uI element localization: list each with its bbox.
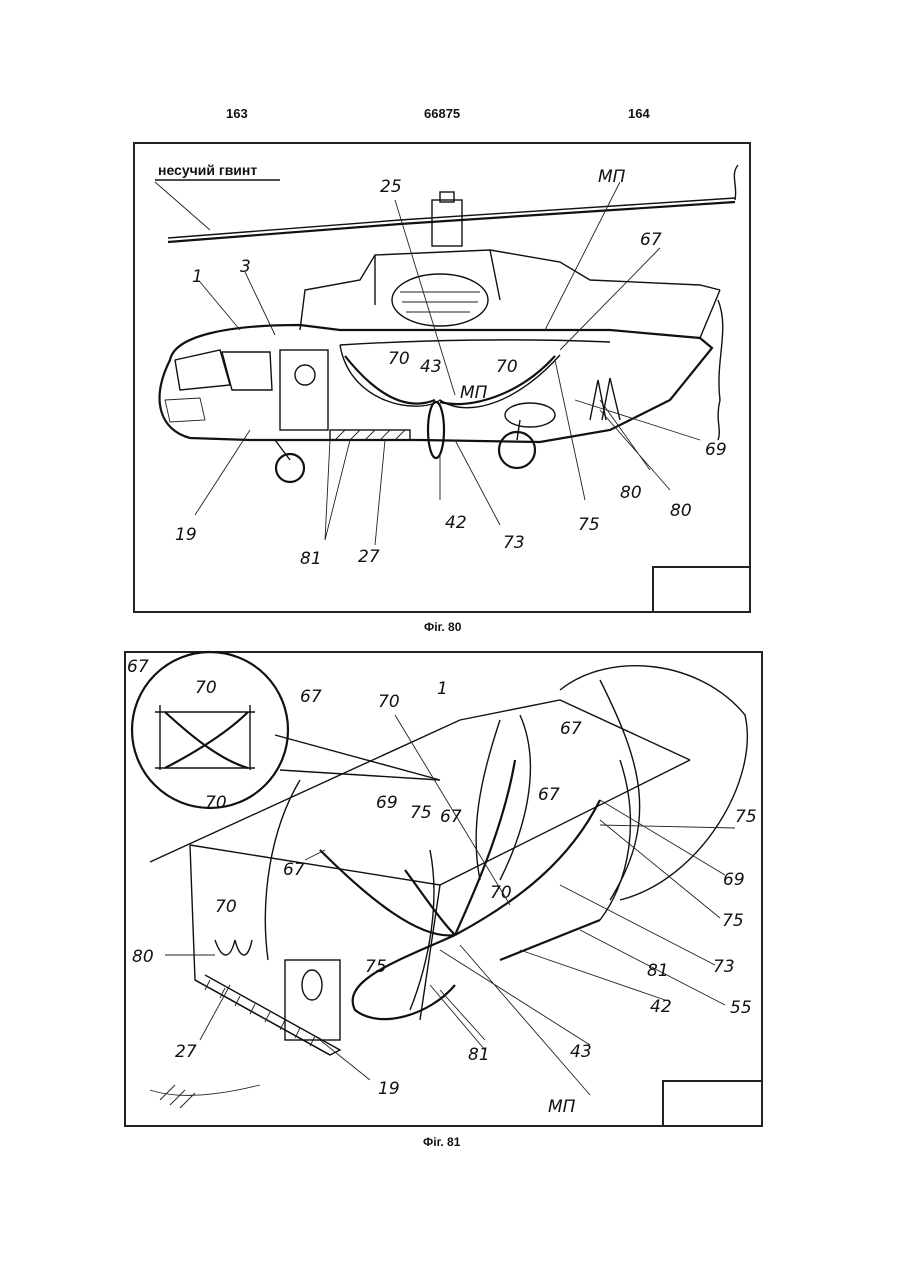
fig81-callout-6: 67 [440,807,462,827]
fig81-callout-0: 1 [437,679,448,699]
fig81-callout-14: 80 [132,947,154,967]
fig81-callout-22: 19 [378,1079,400,1099]
fig81-callout-20: 81 [468,1045,490,1065]
fig81-callout-1: 70 [378,692,400,712]
fig81-callout-2: 67 [560,719,582,739]
fig81-callout-10: 75 [722,911,744,931]
fig81-callout-8: 69 [723,870,745,890]
fig81-callout-7: 75 [735,807,757,827]
fig81-callout-19: 55 [730,998,752,1018]
fig81-callout-18: 81 [647,961,669,981]
fig81-callout-11: 70 [490,883,512,903]
fig81-callout-13: 70 [215,897,237,917]
fig81-callout-12: 73 [713,957,735,977]
fig81-callout-4: 75 [410,803,432,823]
inset-callout-2: 67 [300,687,322,707]
fig81-callout-15: 27 [175,1042,197,1062]
fig81-callout-3: 67 [538,785,560,805]
fig81-callout-23: МП [548,1097,576,1117]
inset-callout-3: 70 [205,793,227,813]
fig81-callout-16: 75 [365,957,387,977]
fig81-callout-21: 43 [570,1042,592,1062]
inset-callout-0: 67 [127,657,149,677]
inset-callout-1: 70 [195,678,217,698]
fig81-callout-5: 69 [376,793,398,813]
fig81-callout-9: 67 [283,860,305,880]
figure-81-callouts: 1 70 67 67 75 69 67 75 69 67 75 70 73 70 80 27 75 42 81 55 8… [127,657,757,1117]
fig81-callout-17: 42 [650,997,672,1017]
figure-81-caption: Фіг. 81 [423,1135,460,1149]
